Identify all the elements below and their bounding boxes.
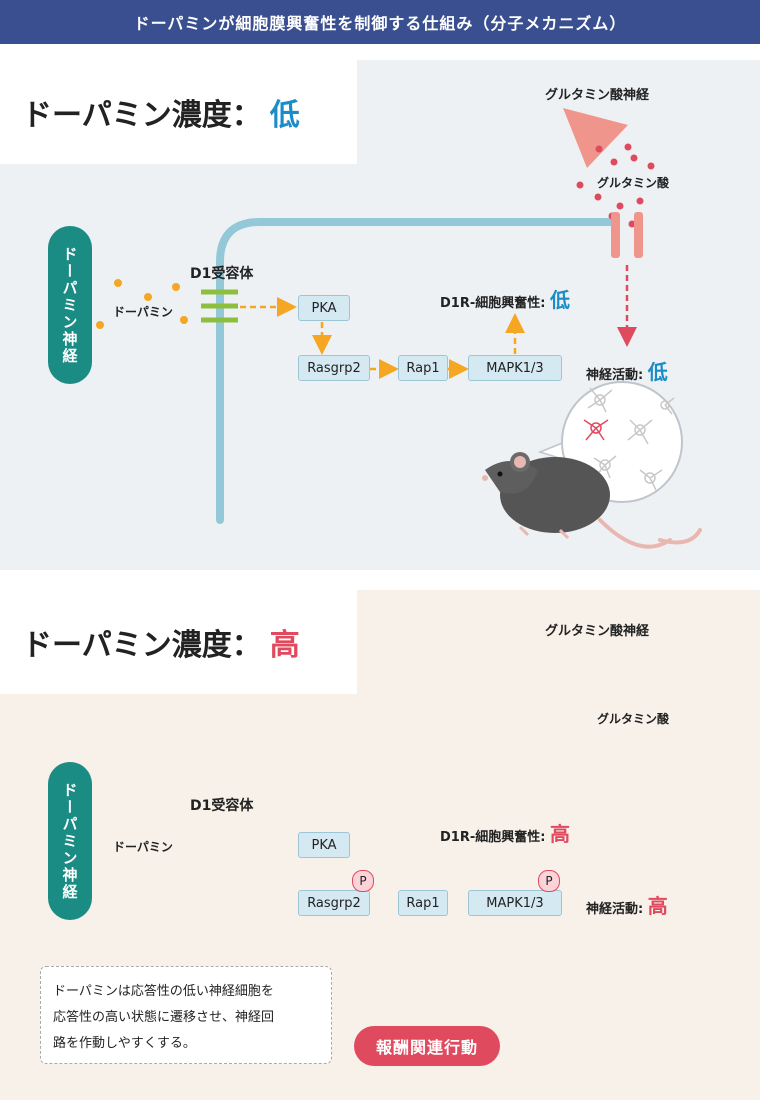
node-rap1-high: Rap1 bbox=[398, 890, 448, 916]
activity-label-high: 神経活動: 高 bbox=[586, 890, 668, 919]
activity-text: 神経活動: bbox=[586, 368, 644, 383]
activity-label-low: 神経活動: 低 bbox=[586, 356, 668, 385]
mouse-icon-low bbox=[482, 452, 702, 549]
glutamate-neuron-label-low: グルタミン酸神経 bbox=[545, 88, 650, 103]
concentration-label: ドーパミン濃度： bbox=[22, 628, 262, 663]
excitability-value-high: 高 bbox=[549, 822, 570, 846]
summary-note: ドーパミンは応答性の低い神経細胞を 応答性の高い状態に遷移させ、神経回 路を作動… bbox=[40, 966, 332, 1064]
d1-receptor-label-high: D1受容体 bbox=[190, 798, 254, 814]
glutamate-neuron-label-high: グルタミン酸神経 bbox=[545, 624, 650, 639]
phospho-badge-mapk: P bbox=[538, 870, 560, 892]
d1-receptor-icon-low bbox=[201, 289, 238, 323]
excitability-label-high: D1R-細胞興奮性: 高 bbox=[440, 818, 570, 847]
concentration-label: ドーパミン濃度： bbox=[22, 98, 262, 133]
glutamate-label-high: グルタミン酸 bbox=[597, 712, 670, 726]
note-line: ドーパミンは応答性の低い神経細胞を bbox=[53, 984, 274, 999]
activity-value-low: 低 bbox=[647, 360, 668, 384]
node-pka-high: PKA bbox=[298, 832, 350, 858]
concentration-value-low: 低 bbox=[269, 98, 300, 133]
activity-value-high: 高 bbox=[647, 894, 668, 918]
node-mapk-high: MAPK1/3 bbox=[468, 890, 562, 916]
concentration-value-high: 高 bbox=[269, 628, 300, 663]
dopamine-label-low: ドーパミン bbox=[113, 305, 173, 319]
note-line: 応答性の高い状態に遷移させ、神経回 bbox=[53, 1010, 275, 1025]
node-mapk-low: MAPK1/3 bbox=[468, 355, 562, 381]
node-rasgrp2-high: Rasgrp2 bbox=[298, 890, 370, 916]
note-line: 路を作動しやすくする。 bbox=[53, 1036, 196, 1051]
phospho-badge-rasgrp2: P bbox=[352, 870, 374, 892]
page-title: ドーパミンが細胞膜興奮性を制御する仕組み（分子メカニズム） bbox=[0, 0, 760, 44]
glutamate-label-low: グルタミン酸 bbox=[597, 176, 670, 190]
glutamate-neuron-terminal-low bbox=[563, 108, 628, 168]
reward-behavior-badge: 報酬関連行動 bbox=[354, 1026, 500, 1066]
glutamate-molecules-low bbox=[576, 143, 655, 228]
dopamine-label-high: ドーパミン bbox=[113, 840, 173, 854]
concentration-header-high: ドーパミン濃度： 高 bbox=[0, 590, 357, 694]
excitability-label-low: D1R-細胞興奮性: 低 bbox=[440, 284, 570, 313]
dopamine-neuron-high: ドーパミン神経 bbox=[48, 762, 92, 920]
cell-membrane-low bbox=[216, 218, 616, 524]
activity-text: 神経活動: bbox=[586, 902, 644, 917]
excitability-value-low: 低 bbox=[549, 288, 570, 312]
node-rasgrp2-low: Rasgrp2 bbox=[298, 355, 370, 381]
node-rap1-low: Rap1 bbox=[398, 355, 448, 381]
excitability-text: D1R-細胞興奮性: bbox=[440, 830, 546, 845]
node-pka-low: PKA bbox=[298, 295, 350, 321]
concentration-header-low: ドーパミン濃度： 低 bbox=[0, 60, 357, 164]
glutamate-receptor-icon-low bbox=[611, 212, 643, 258]
excitability-text: D1R-細胞興奮性: bbox=[440, 296, 546, 311]
d1-receptor-label-low: D1受容体 bbox=[190, 266, 254, 282]
dopamine-neuron-low: ドーパミン神経 bbox=[48, 226, 92, 384]
dopamine-molecules-low bbox=[96, 279, 188, 329]
